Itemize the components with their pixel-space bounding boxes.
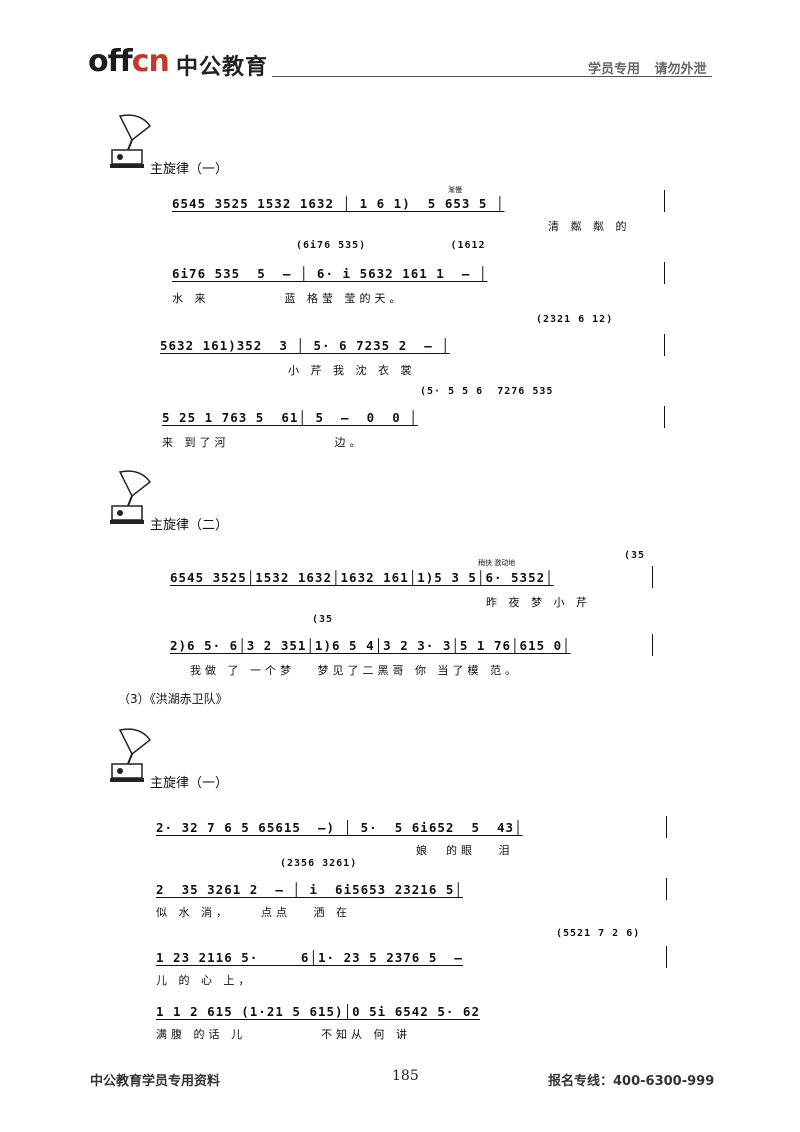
lyric-line: 儿 的 心 上， xyxy=(156,974,254,987)
notation-row: 2)6 5· 6│3 2 351│1)6 5 4│3 2 3· 3│5 1 76… xyxy=(170,638,571,653)
bar-line xyxy=(652,634,653,656)
lyric-line: 满腹 的话 儿 不知从 何 讲 xyxy=(156,1028,411,1041)
melody-title-1: 主旋律（一） xyxy=(150,162,229,177)
lyric-line: 似 水 淌， 点点 洒 在 xyxy=(156,906,351,919)
lyric-line: 小 芹 我 沈 衣 裳 xyxy=(288,364,416,377)
header-rule xyxy=(272,76,712,77)
footer-source: 中公教育学员专用资料 xyxy=(90,1074,221,1089)
lyric-line: 娘 的眼 泪 xyxy=(416,844,514,857)
notation-row: 2 35 3261 2 – │ i 6i5653 23216 5│ xyxy=(156,882,463,897)
bar-line xyxy=(666,946,667,968)
bar-line xyxy=(652,566,653,588)
paren-notation: (6i76 535) (1612 xyxy=(296,240,486,251)
paren-notation: (5521 7 2 6) xyxy=(556,928,641,939)
notation-row: 6545 3525 1532 1632 │ 1 6 1) 5 653 5 │ xyxy=(172,196,505,211)
notation-row: 6545 3525│1532 1632│1632 161│1)5 3 5│6· … xyxy=(170,570,554,585)
tempo-annotation: 稍快 激动地 xyxy=(478,559,516,567)
logo-text: offcn xyxy=(88,44,170,79)
bar-line xyxy=(664,262,665,284)
notation-row: 5632 161)352 3 │ 5· 6 7235 2 – │ xyxy=(160,338,450,353)
page-number: 185 xyxy=(392,1068,419,1084)
lyric-line: 昨 夜 梦 小 芹 xyxy=(486,596,591,609)
bar-line xyxy=(664,334,665,356)
logo-chinese: 中公教育 xyxy=(176,55,269,80)
bar-line xyxy=(664,190,665,212)
section-heading: （3）《洪湖赤卫队》 xyxy=(118,692,228,706)
notation-row: 6i76 535 5 – │ 6· i 5632 161 1 – │ xyxy=(172,266,488,281)
paren-notation: (35 xyxy=(312,614,334,625)
lyric-line: 我做 了 一个梦 梦见了二黑哥 你 当了模 范。 xyxy=(190,664,520,677)
paren-notation: (5· 5 5 6 7276 535 xyxy=(420,386,554,397)
phonograph-icon xyxy=(110,470,152,524)
notation-row: 2· 32 7 6 5 65615 –) │ 5· 5 6i652 5 43│ xyxy=(156,820,523,835)
paren-notation: (2321 6 12) xyxy=(536,314,614,325)
melody-title-3: 主旋律（一） xyxy=(150,776,229,791)
lyric-line: 清 粼 粼 的 xyxy=(548,220,631,233)
melody-title-2: 主旋律（二） xyxy=(150,518,229,533)
phonograph-icon xyxy=(110,728,152,782)
footer-hotline: 报名专线：400-6300-999 xyxy=(548,1074,715,1089)
bar-line xyxy=(666,816,667,838)
paren-notation: (2356 3261) xyxy=(280,858,358,869)
phonograph-icon xyxy=(110,114,152,168)
notation-row: 1 23 2116 5· 6│1· 23 5 2376 5 – xyxy=(156,950,463,965)
bar-line xyxy=(666,878,667,900)
lyric-line: 来 到了河 边。 xyxy=(162,436,365,449)
offcn-logo: offcn xyxy=(88,44,170,79)
lyric-line: 水 来 蓝 格莹 莹的天。 xyxy=(172,292,405,305)
notation-row: 5 25 1 763 5 61│ 5 – 0 0 │ xyxy=(162,410,418,425)
notation-row: 1 1 2 615 (1·21 5 615)│0 5i 6542 5· 62 xyxy=(156,1004,480,1019)
bar-line xyxy=(664,406,665,428)
paren-notation: (35 xyxy=(624,550,646,561)
tempo-annotation: 渐慢 xyxy=(448,186,462,194)
header-notice: 学员专用 请勿外泄 xyxy=(588,62,707,77)
